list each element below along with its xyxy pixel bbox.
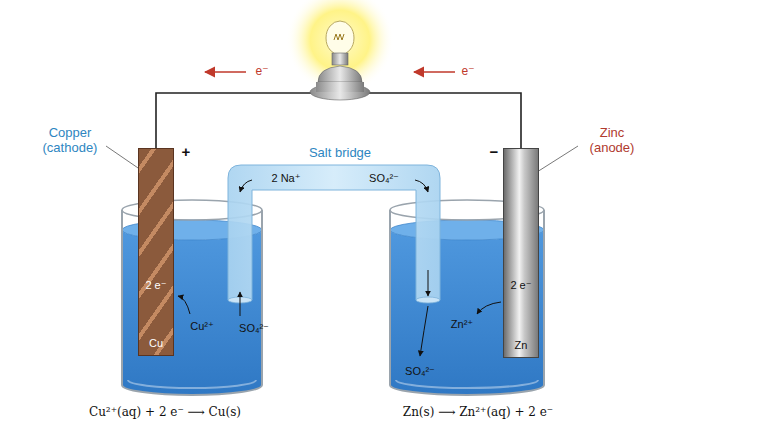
electrode-text: 2 e⁻	[504, 279, 538, 292]
circuit-wire	[156, 93, 521, 148]
ion-arrow	[420, 306, 428, 356]
ion-arrow	[178, 296, 190, 314]
electrode-name: Zinc (anode)	[581, 126, 643, 156]
ion-label: Cu²⁺	[190, 320, 214, 333]
light-glow	[286, 0, 394, 94]
bridge-title: Salt bridge	[309, 146, 371, 161]
electrode-text: Zn	[504, 339, 538, 351]
ion-arrow	[428, 270, 429, 296]
electrode-name: Copper (cathode)	[34, 126, 106, 156]
ion-label: SO₄²⁻	[239, 322, 269, 335]
leader-line	[106, 146, 141, 170]
electron-arrow	[414, 71, 455, 73]
ion-arrow	[415, 180, 428, 192]
ion-label: SO₄²⁻	[405, 365, 435, 378]
salt-bridge	[228, 165, 440, 300]
ion-label: Zn²⁺	[451, 318, 473, 331]
electrode-text: 2 e⁻	[139, 279, 173, 292]
polarity-sign: +	[182, 143, 191, 160]
electron-label: e⁻	[255, 65, 268, 79]
copper-electrode: 2 e⁻ Cu	[138, 148, 174, 356]
zinc-electrode: 2 e⁻ Zn	[503, 148, 539, 358]
ion-arrow	[477, 302, 501, 314]
ion-label: 2 Na⁺	[271, 172, 300, 185]
half-reaction: Cu²⁺(aq) + 2 e⁻ ⟶ Cu(s)	[89, 406, 241, 420]
ion-label: SO₄²⁻	[369, 172, 399, 185]
polarity-sign: −	[490, 143, 499, 160]
light-bulb	[310, 21, 370, 100]
leader-line	[537, 146, 578, 172]
ion-arrow	[240, 180, 252, 192]
half-reaction: Zn(s) ⟶ Zn²⁺(aq) + 2 e⁻	[403, 406, 553, 420]
bridge-plug	[416, 297, 440, 303]
electron-label: e⁻	[461, 65, 474, 79]
electron-arrow	[205, 71, 246, 73]
electrode-text: Cu	[139, 337, 173, 349]
ion-arrow	[240, 292, 241, 316]
